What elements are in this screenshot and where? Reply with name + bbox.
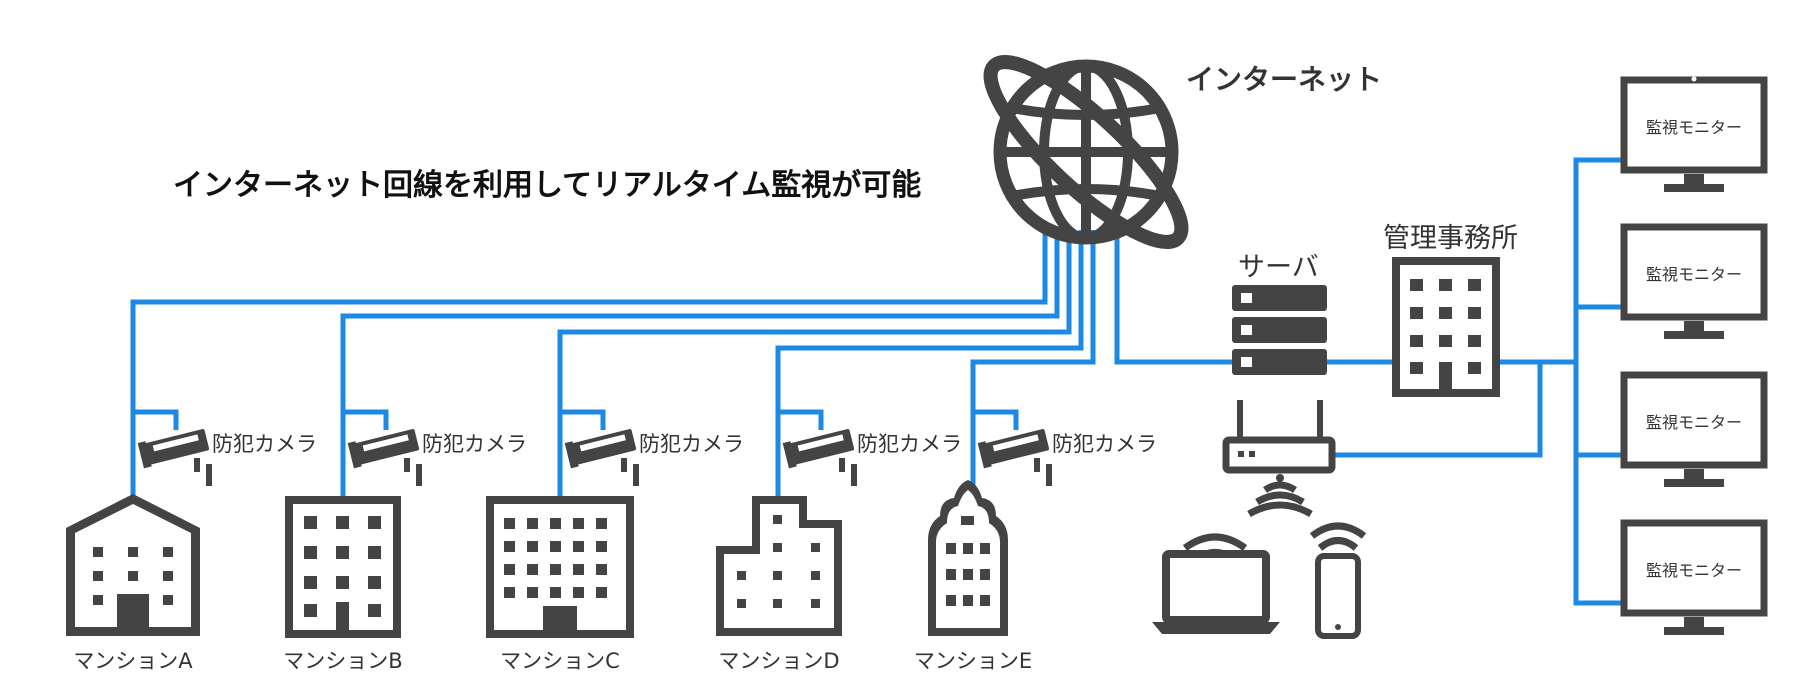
monitor-1-label: 監視モニター <box>1645 118 1742 137</box>
line-cam-b <box>343 409 389 430</box>
building-a-icon <box>66 494 200 636</box>
network-lines <box>130 157 1624 606</box>
camera-c-icon <box>564 429 639 486</box>
camera-d-label: 防犯カメラ <box>857 432 962 456</box>
building-c-label: マンションC <box>500 649 620 673</box>
camera-b-icon <box>347 429 422 486</box>
building-e-icon <box>928 480 1008 636</box>
internet-label: インターネット <box>1186 63 1383 96</box>
monitor-3-label: 監視モニター <box>1645 413 1742 432</box>
building-d-icon <box>716 496 842 636</box>
office-building-icon <box>1392 257 1500 397</box>
building-d-label: マンションD <box>718 649 840 673</box>
monitor-2-icon <box>1620 223 1768 339</box>
router-icon <box>1222 400 1336 474</box>
monitor-2-label: 監視モニター <box>1645 265 1742 284</box>
line-cam-c <box>560 409 606 430</box>
smartphone-icon <box>1309 522 1367 639</box>
server-label: サーバ <box>1238 252 1319 283</box>
monitor-4-icon <box>1620 519 1768 635</box>
line-cam-d <box>778 409 824 430</box>
router-signal-icon <box>1247 474 1313 518</box>
camera-b-label: 防犯カメラ <box>422 432 527 456</box>
monitor-3-icon <box>1620 371 1768 487</box>
line-router <box>1330 362 1543 458</box>
camera-d-icon <box>782 429 857 486</box>
camera-a-icon <box>137 429 212 486</box>
line-building-d <box>775 230 1084 498</box>
server-icon <box>1232 285 1327 375</box>
camera-e-icon <box>977 429 1052 486</box>
line-building-e <box>970 230 1096 498</box>
headline: インターネット回線を利用してリアルタイム監視が可能 <box>173 168 922 203</box>
laptop-icon <box>1152 533 1280 634</box>
line-building-c <box>557 230 1072 498</box>
line-monitor-bus <box>1573 157 1624 606</box>
building-a-label: マンションA <box>73 649 193 673</box>
building-b-label: マンションB <box>283 649 403 673</box>
line-building-b <box>340 230 1060 498</box>
building-e-label: マンションE <box>913 649 1033 673</box>
line-cam-a <box>133 409 179 430</box>
building-b-icon <box>285 496 401 638</box>
line-server <box>1114 230 1235 365</box>
monitor-4-label: 監視モニター <box>1645 561 1742 580</box>
camera-e-label: 防犯カメラ <box>1052 432 1157 456</box>
globe-icon <box>983 55 1189 249</box>
office-label: 管理事務所 <box>1383 223 1518 254</box>
line-cam-e <box>973 409 1019 430</box>
line-building-a <box>130 230 1048 500</box>
monitor-1-icon <box>1620 76 1768 192</box>
camera-c-label: 防犯カメラ <box>639 432 744 456</box>
camera-a-label: 防犯カメラ <box>212 432 317 456</box>
building-c-icon <box>486 496 634 638</box>
